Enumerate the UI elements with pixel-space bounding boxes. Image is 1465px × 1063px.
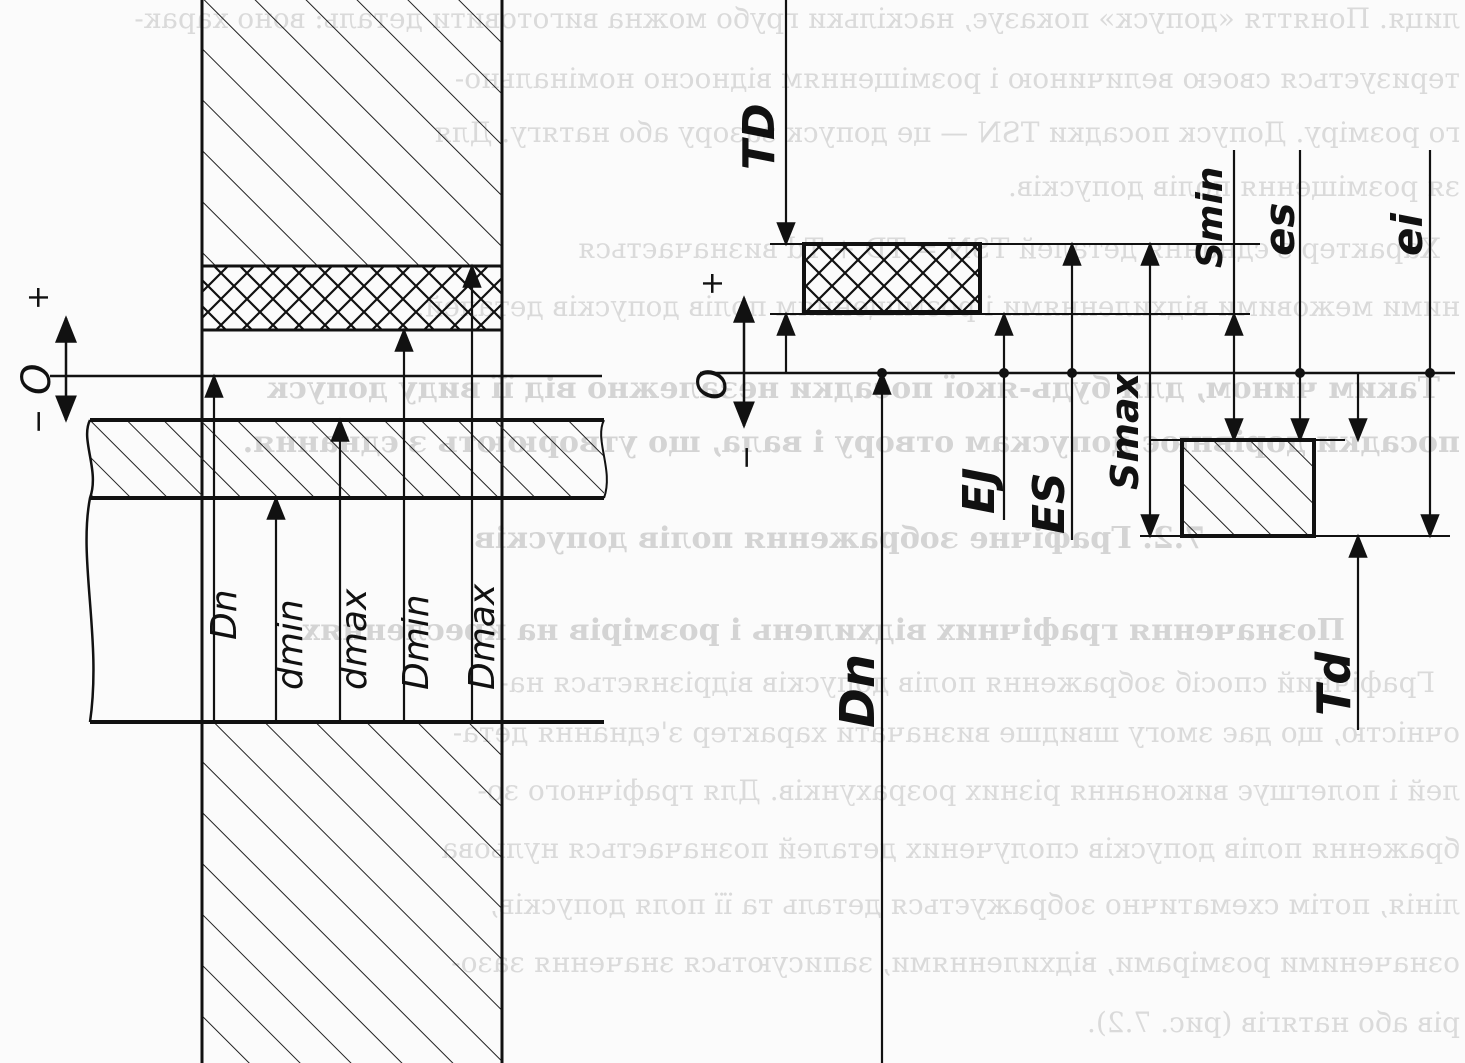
plus-sign-right: + bbox=[695, 271, 730, 296]
label-Td: Td bbox=[1307, 651, 1361, 716]
bg-line: означеними розмірами, відхиленнями, запи… bbox=[451, 946, 1460, 979]
label-dmax: dmax bbox=[334, 588, 375, 690]
bg-line: лей і полегшує виконання різних розрахун… bbox=[477, 774, 1460, 807]
background-text: лиця. Поняття «допуск» показує, наскільк… bbox=[134, 2, 1460, 1039]
label-ES: ES bbox=[1024, 472, 1075, 534]
label-Dn-right: Dn bbox=[830, 654, 886, 728]
plus-sign-left: + bbox=[21, 285, 56, 310]
label-ei: ei bbox=[1383, 213, 1432, 256]
bg-line: Графічний спосіб зображення полів допуск… bbox=[499, 666, 1435, 699]
label-dmin: dmin bbox=[270, 599, 311, 690]
bg-line: очністю, що дає змогу швидше визначати х… bbox=[453, 716, 1460, 749]
minus-sign-left: − bbox=[21, 409, 56, 434]
hole-part-top bbox=[202, 0, 502, 266]
zero-label-left: O bbox=[14, 364, 60, 395]
zero-label-right: O bbox=[690, 369, 736, 400]
label-Smin: Smin bbox=[1190, 167, 1231, 268]
label-Dmin: Dmin bbox=[396, 594, 437, 690]
label-Dmax: Dmax bbox=[462, 583, 503, 690]
shaft-field bbox=[1180, 438, 1316, 538]
bg-line: браження полів допусків сполучених детал… bbox=[441, 832, 1460, 865]
bg-subheading: Позначення графічних відхилень і розмірі… bbox=[301, 613, 1345, 648]
label-Smax: Smax bbox=[1103, 371, 1147, 490]
bg-heading: 7.2. Графічне зображення полів допусків bbox=[474, 521, 1205, 556]
bg-line: рів або натягів (рис. 7.2). bbox=[1087, 1006, 1460, 1039]
label-EJ: EJ bbox=[954, 468, 1005, 514]
hole-tolerance-zone bbox=[200, 264, 504, 332]
left-assembly-scheme: Dn dmin dmax Dmin Dmax O + − bbox=[14, 0, 608, 1063]
shaft-tolerance-zone bbox=[90, 420, 604, 498]
label-Dn: Dn bbox=[204, 589, 245, 640]
bg-line: Характер з'єднання деталей TSN = TD + Td… bbox=[578, 232, 1440, 265]
minus-sign-right: − bbox=[729, 445, 764, 470]
hole-field bbox=[802, 242, 982, 314]
bg-line: теризується своєю величиною і розміщення… bbox=[455, 62, 1460, 95]
bg-line: го розміру. Допуск посадки TSN — це допу… bbox=[434, 116, 1460, 149]
hole-part-bottom bbox=[202, 722, 502, 1063]
bg-line: лінія, потім схематично зображується дет… bbox=[490, 888, 1460, 921]
label-es: es bbox=[1255, 203, 1304, 256]
label-TD: TD bbox=[734, 103, 785, 170]
right-tolerance-scheme: TD O + − Dn EJ ES Smax Smin es ei bbox=[690, 0, 1455, 1063]
